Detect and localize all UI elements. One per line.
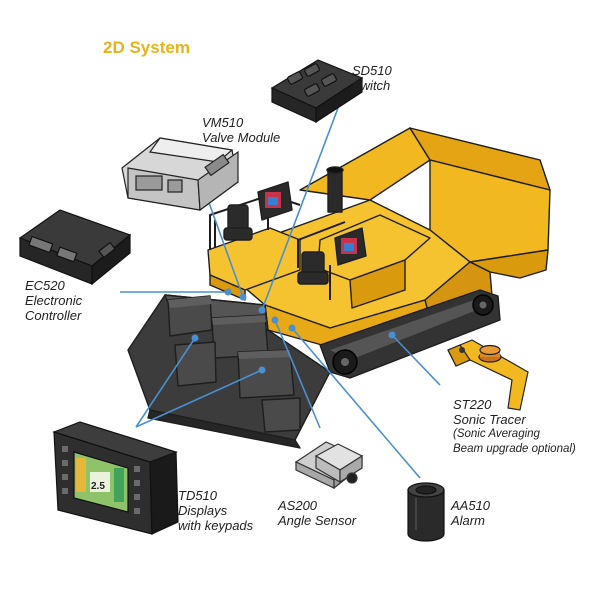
label-aa510: AA510 Alarm bbox=[451, 498, 490, 528]
vm510-valve-module-image bbox=[121, 137, 239, 212]
ec520-name2: Controller bbox=[25, 308, 82, 323]
sd510-name: Switch bbox=[352, 78, 391, 93]
label-td510: TD510 Displays with keypads bbox=[178, 488, 253, 533]
st220-name: Sonic Tracer bbox=[453, 412, 526, 427]
label-sd510: SD510 Switch bbox=[352, 63, 392, 93]
label-vm510: VM510 Valve Module bbox=[202, 115, 280, 145]
callout-aa510 bbox=[291, 327, 421, 479]
as200-model: AS200 bbox=[278, 498, 318, 513]
sd510-switch-image bbox=[270, 59, 364, 124]
callout-td510-a bbox=[135, 337, 196, 428]
td510-display-image bbox=[52, 421, 179, 535]
aa510-alarm-image bbox=[407, 482, 445, 542]
st220-sonic-tracer-image bbox=[447, 339, 529, 411]
page-title: 2D System bbox=[103, 38, 190, 57]
st220-note2: Beam upgrade optional) bbox=[453, 443, 576, 455]
td510-name: Displays bbox=[178, 503, 228, 518]
label-ec520: EC520 Electronic Controller bbox=[25, 278, 82, 323]
ec520-model: EC520 bbox=[25, 278, 65, 293]
td510-name2: with keypads bbox=[178, 518, 254, 533]
aa510-model: AA510 bbox=[451, 498, 491, 513]
callout-as200 bbox=[274, 319, 321, 429]
vm510-name: Valve Module bbox=[202, 130, 281, 145]
as200-name: Angle Sensor bbox=[278, 513, 357, 528]
callout-lines bbox=[120, 107, 441, 479]
td510-readout: 2.5 bbox=[91, 481, 105, 492]
label-st220: ST220 Sonic Tracer (Sonic Averaging Beam… bbox=[453, 397, 576, 457]
td510-model: TD510 bbox=[178, 488, 218, 503]
aa510-name: Alarm bbox=[451, 513, 485, 528]
vm510-model: VM510 bbox=[202, 115, 244, 130]
st220-model: ST220 bbox=[453, 397, 492, 412]
as200-angle-sensor-image bbox=[294, 441, 364, 490]
callout-vm510 bbox=[207, 199, 244, 298]
sd510-model: SD510 bbox=[352, 63, 392, 78]
st220-note1: (Sonic Averaging bbox=[453, 428, 540, 440]
ec520-controller-image bbox=[18, 209, 132, 286]
callout-st220 bbox=[391, 334, 441, 386]
callout-td510-b bbox=[135, 369, 263, 428]
label-as200: AS200 Angle Sensor bbox=[278, 498, 356, 528]
paver-machine bbox=[127, 127, 551, 449]
ec520-name: Electronic bbox=[25, 293, 83, 308]
callout-sd510 bbox=[261, 107, 339, 311]
callout-dots bbox=[191, 288, 396, 374]
